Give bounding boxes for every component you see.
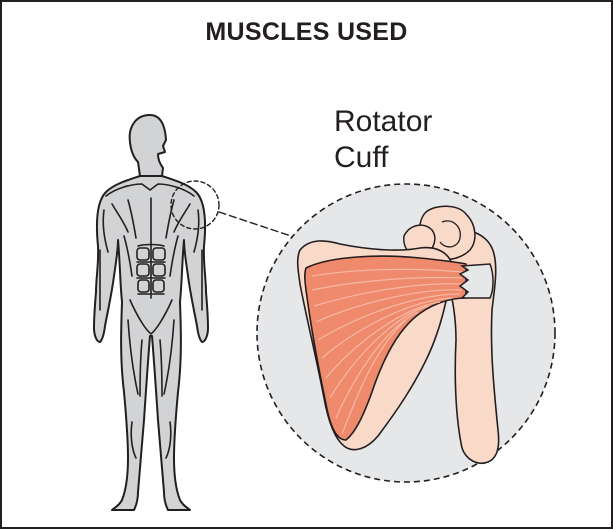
magnified-shoulder-view <box>257 184 555 482</box>
zoom-connector-line <box>219 212 297 238</box>
figure-head <box>130 115 166 176</box>
